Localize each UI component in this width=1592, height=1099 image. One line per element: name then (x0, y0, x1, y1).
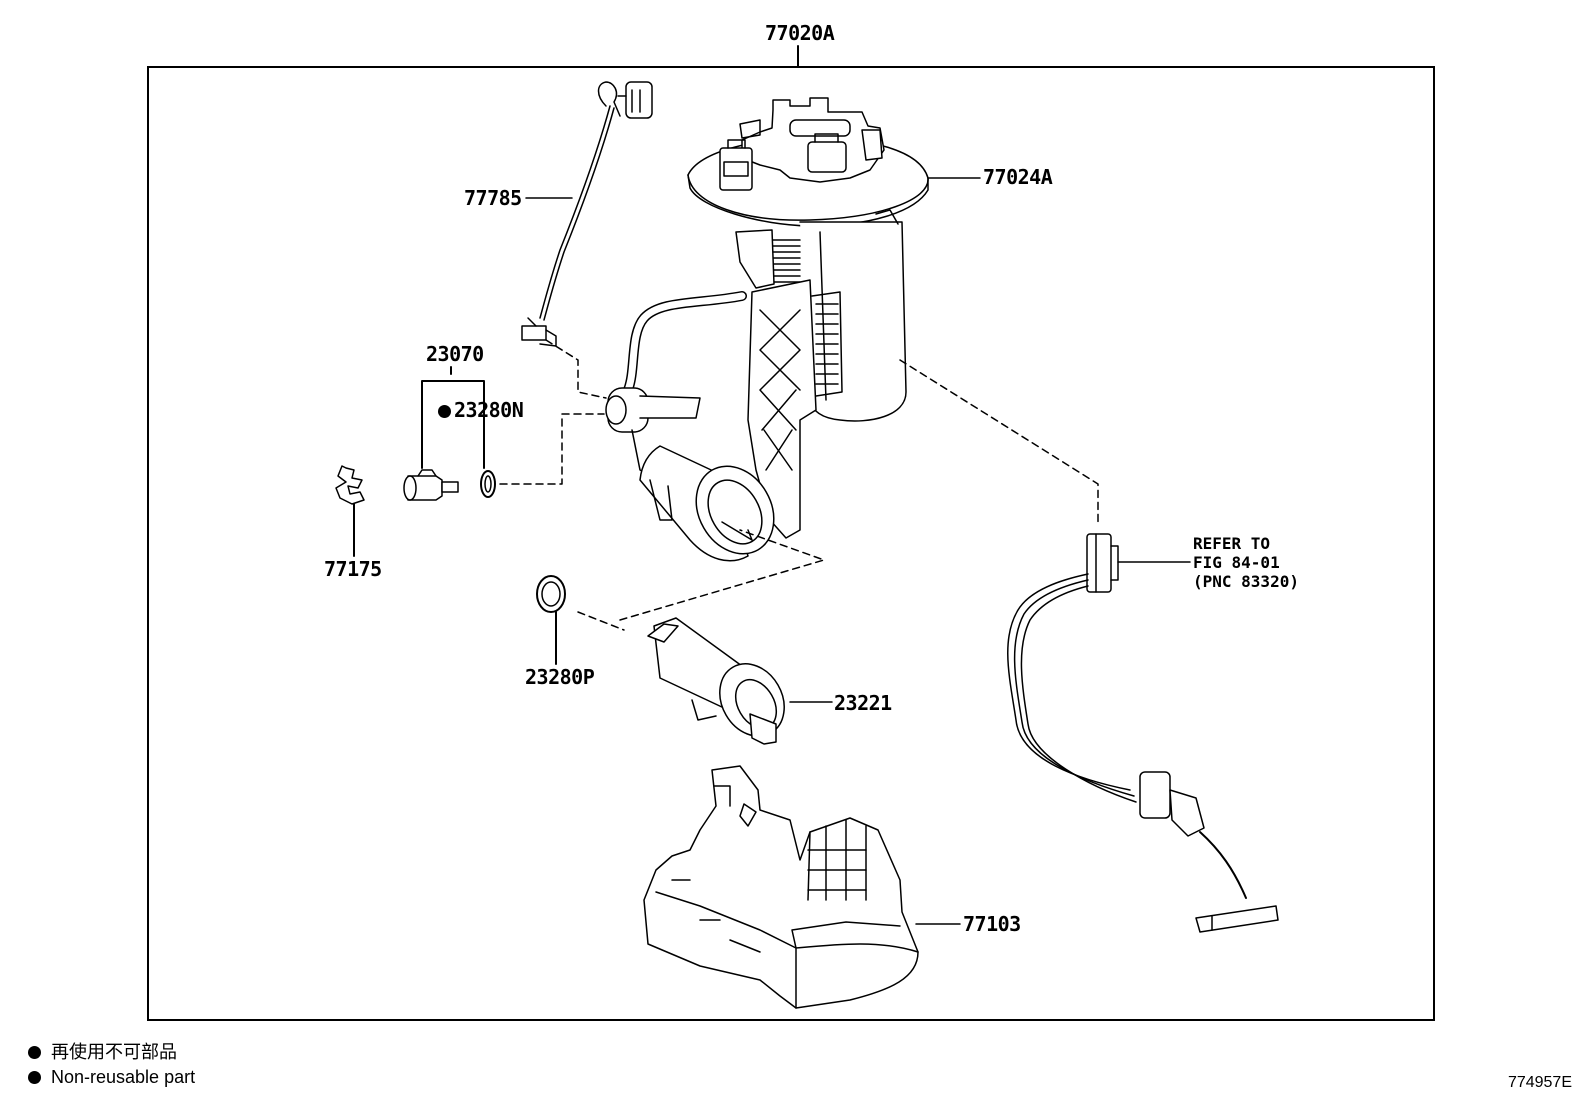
harness-77785-illustration (521, 81, 653, 347)
filled-circle-icon (28, 1071, 41, 1084)
part-number-23280P: 23280P (525, 665, 595, 689)
part-number-23280N-text: 23280N (454, 398, 524, 422)
dashed-flange (899, 359, 1099, 523)
legend-english-text: Non-reusable part (51, 1067, 196, 1087)
o-ring-23280P (536, 575, 566, 613)
refer-line-3: (PNC 83320) (1193, 572, 1299, 591)
dashed-77785 (545, 339, 607, 399)
part-number-77020A: 77020A (765, 21, 835, 45)
filled-circle-icon (438, 405, 451, 418)
part-number-23070: 23070 (426, 342, 484, 366)
part-number-77103: 77103 (963, 912, 1021, 936)
sub-tank-illustration (643, 765, 919, 1009)
part-number-77175: 77175 (324, 557, 382, 581)
fuel-pump-illustration (647, 617, 785, 745)
figure-number: 774957E (1507, 1074, 1572, 1091)
filled-circle-icon (28, 1046, 41, 1059)
part-number-23280N: 23280N (438, 398, 524, 422)
refer-line-1: REFER TO (1193, 534, 1271, 553)
part-number-77024A: 77024A (983, 165, 1053, 189)
pump-module-illustration (605, 97, 929, 562)
dashed-23280N (499, 413, 605, 485)
refer-note: REFER TO FIG 84-01 (PNC 83320) (1193, 534, 1299, 591)
clip-77175-illustration (335, 465, 365, 505)
bracket-23070 (421, 380, 485, 469)
refer-line-2: FIG 84-01 (1193, 553, 1280, 572)
part-number-77785: 77785 (464, 186, 522, 210)
legend-japanese: 再使用不可部品 (28, 1043, 177, 1061)
diagram-frame (147, 66, 1435, 1021)
legend-japanese-text: 再使用不可部品 (51, 1042, 177, 1062)
dashed-23280P (577, 611, 625, 631)
sender-gauge-illustration (1007, 533, 1279, 933)
o-ring-23280N (480, 470, 496, 498)
check-valve-illustration (403, 469, 459, 501)
part-number-23221: 23221 (834, 691, 892, 715)
legend-english: Non-reusable part (28, 1068, 195, 1086)
